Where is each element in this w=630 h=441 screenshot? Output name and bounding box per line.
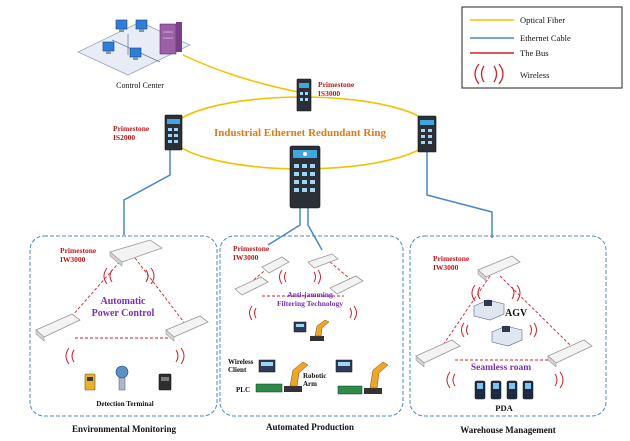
- switch-top-brand: Primestone: [318, 80, 355, 89]
- access-point-icon: [477, 255, 521, 282]
- robotic-arm-icon: [364, 361, 389, 394]
- switch-right: [417, 115, 437, 153]
- center-ethernet-cable-right: [307, 208, 323, 251]
- env-section: Primestone IW3000 Automatic: [35, 239, 209, 408]
- env-ap-model: IW3000: [60, 255, 86, 264]
- plc-icon: [337, 385, 363, 395]
- access-point-icon: [307, 253, 339, 269]
- pda-icon: [506, 380, 518, 400]
- wireless-client-icon: [258, 359, 276, 373]
- ware-feature-label: Seamless roam: [471, 363, 531, 373]
- ware-ap-model: IW3000: [433, 263, 459, 272]
- auto-wireless-client-line1: Wireless: [228, 358, 254, 366]
- control-center: Control Center: [77, 19, 191, 90]
- access-point-icon: [165, 315, 209, 342]
- auto-wireless-client-line2: Client: [228, 366, 247, 374]
- env-feature-line1: Automatic: [101, 296, 147, 307]
- wireless-icon: [249, 305, 257, 321]
- auto-feature-line2: Filtering Technology: [277, 299, 343, 308]
- wireless-icon: [471, 284, 521, 302]
- access-point-icon: [415, 339, 461, 368]
- auto-robotic-arm-line2: Arm: [303, 380, 317, 388]
- ware-ap-brand: Primestone: [433, 254, 470, 263]
- switch-left-model: IS2000: [113, 133, 135, 142]
- pda-icon: [490, 380, 502, 400]
- access-point-icon: [234, 276, 269, 296]
- wireless-icon: [103, 267, 155, 285]
- legend-wireless-label: Wireless: [520, 70, 549, 80]
- access-point-icon: [109, 239, 163, 267]
- right-ethernet-cable: [426, 152, 493, 238]
- wireless-icon: [554, 371, 564, 389]
- switch-top-model: IS3000: [318, 89, 340, 98]
- auto-robotic-arm-line1: Robotic: [303, 372, 326, 380]
- auto-ap-model: IW3000: [233, 253, 259, 262]
- pda-icon: [522, 380, 534, 400]
- wireless-icon: [529, 322, 537, 338]
- env-feature-line2: Power Control: [92, 308, 155, 319]
- ware-title: Warehouse Management: [460, 425, 556, 435]
- robotic-arm-icon: [284, 361, 309, 392]
- legend-wireless-icon: [474, 63, 504, 85]
- ware-pda-label: PDA: [495, 403, 513, 413]
- wireless-client-icon: [293, 321, 307, 333]
- sensor-icon: [115, 365, 129, 391]
- env-terminal-label: Detection Terminal: [96, 400, 153, 408]
- pda-icon: [474, 380, 486, 400]
- computer-icon: [129, 47, 142, 60]
- wireless-icon: [279, 269, 321, 285]
- switch-left: Primestone IS2000: [113, 114, 183, 151]
- center-ethernet-cable-left: [267, 208, 301, 246]
- plc-icon: [255, 383, 283, 393]
- left-ethernet-cable: [123, 150, 171, 235]
- wireless-icon: [446, 371, 456, 389]
- agv-icon: [473, 299, 505, 321]
- control-center-label: Control Center: [116, 81, 164, 90]
- auto-section: Primestone IW3000 Anti-jamming Filtering…: [228, 244, 389, 395]
- sensor-icon: [158, 373, 172, 391]
- ware-section: Primestone IW3000: [415, 254, 593, 413]
- ring-label: Industrial Ethernet Redundant Ring: [214, 127, 387, 139]
- access-point-icon: [547, 339, 593, 368]
- wireless-icon: [349, 305, 357, 321]
- auto-ap-brand: Primestone: [233, 244, 270, 253]
- server-icon: [159, 22, 182, 55]
- computer-icon: [135, 19, 148, 32]
- env-panel: [29, 235, 218, 417]
- switch-top: Primestone IS3000: [296, 78, 355, 112]
- wireless-icon: [461, 322, 469, 338]
- wireless-icon: [175, 347, 185, 365]
- robotic-arm-icon: [310, 319, 330, 341]
- ware-panel: [409, 235, 607, 417]
- legend: Optical Fiber Ethernet Cable The Bus Wir…: [461, 6, 623, 89]
- agv-icon: [491, 325, 523, 347]
- wireless-client-icon: [335, 359, 353, 373]
- auto-feature-line1: Anti-jamming: [287, 290, 333, 299]
- auto-panel: [219, 235, 404, 417]
- env-title: Environmental Monitoring: [72, 424, 177, 434]
- computer-icon: [102, 41, 115, 54]
- access-point-icon: [261, 256, 290, 274]
- switch-center: [289, 145, 321, 209]
- legend-bus-label: The Bus: [520, 48, 549, 58]
- access-point-icon: [329, 275, 364, 295]
- ware-agv-label: AGV: [505, 308, 528, 319]
- auto-plc-label: PLC: [236, 386, 250, 394]
- auto-title: Automated Production: [266, 422, 354, 432]
- switch-left-brand: Primestone: [113, 124, 150, 133]
- wireless-icon: [65, 347, 75, 365]
- computer-icon: [115, 19, 128, 32]
- legend-optical-fiber-label: Optical Fiber: [520, 15, 565, 25]
- access-point-icon: [35, 313, 81, 342]
- control-center-fiber-link: [182, 54, 299, 93]
- legend-ethernet-cable-label: Ethernet Cable: [520, 33, 571, 43]
- sensor-icon: [84, 373, 96, 391]
- env-ap-brand: Primestone: [60, 246, 97, 255]
